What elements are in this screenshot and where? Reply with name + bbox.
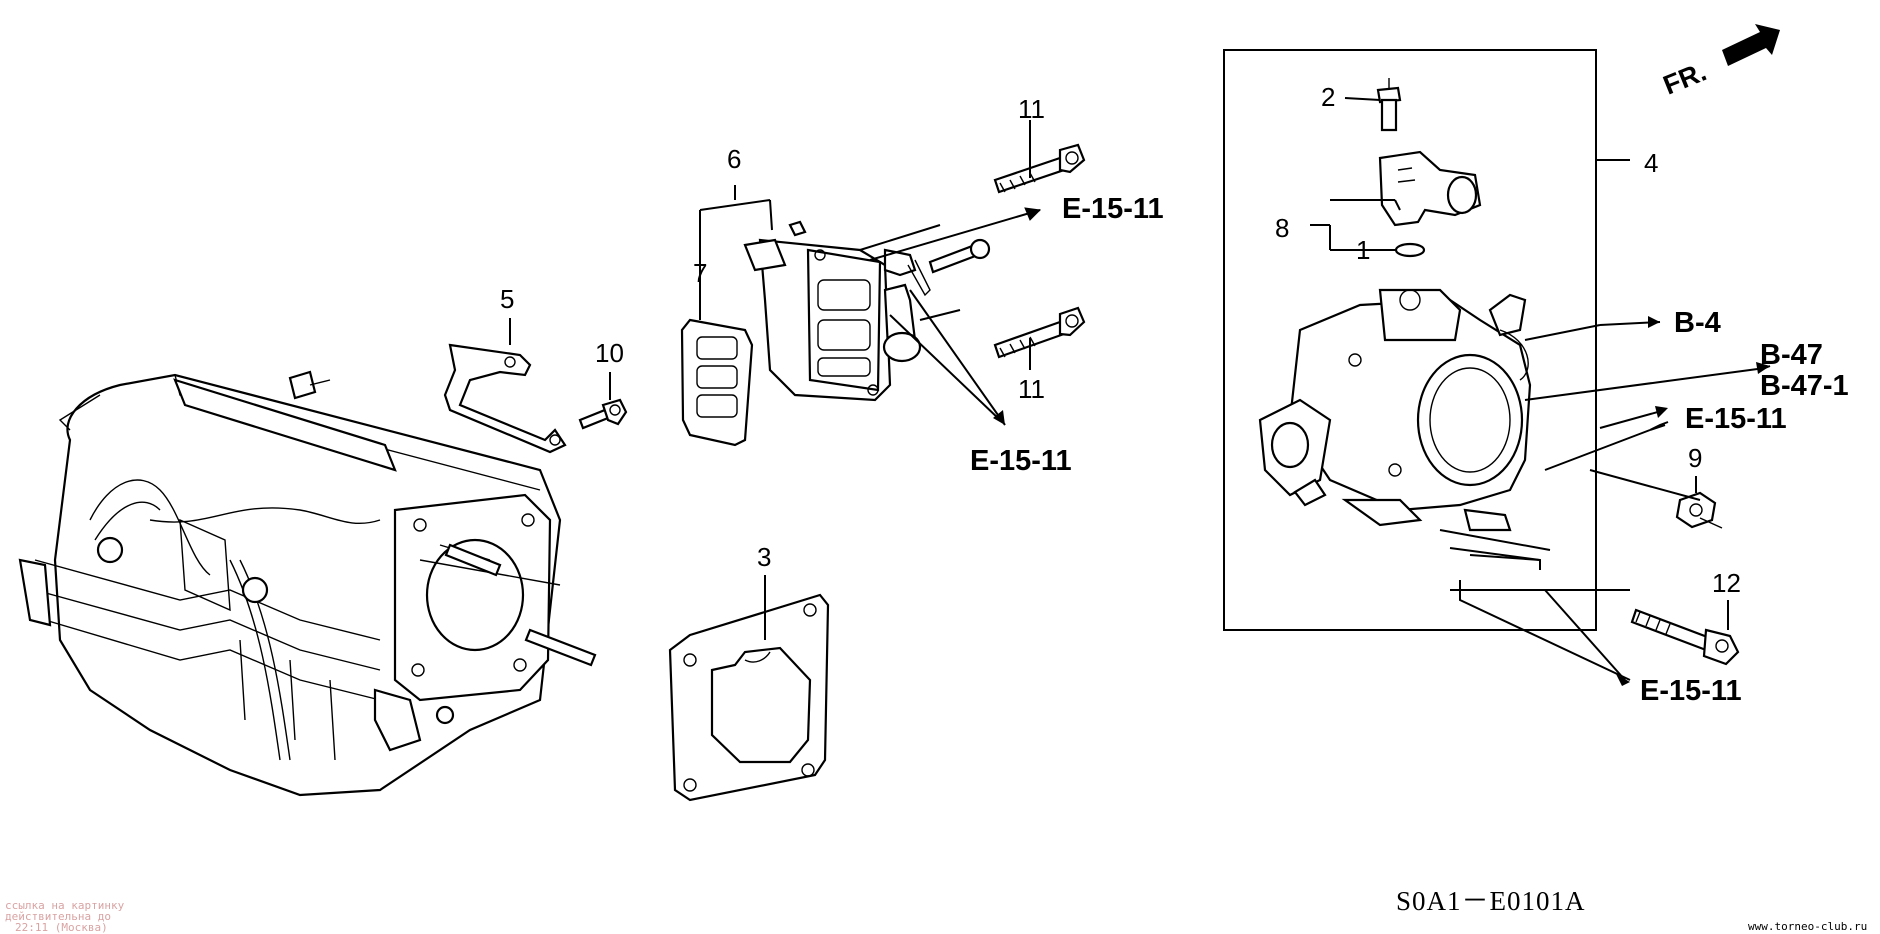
ref-e-15-11-mid: E-15-11 <box>970 445 1072 477</box>
intake-manifold <box>18 370 597 797</box>
tp-sensor <box>1378 150 1482 227</box>
watermark-line-2: действительна до <box>5 910 111 923</box>
ref-e-15-11-right: E-15-11 <box>1685 403 1787 435</box>
throttle-body <box>1258 288 1532 532</box>
callout-1: 1 <box>1356 235 1370 265</box>
callout-4: 4 <box>1644 148 1658 178</box>
callout-11-lower: 11 <box>1018 374 1045 404</box>
nut-9 <box>1675 491 1723 529</box>
callout-5: 5 <box>500 284 514 314</box>
bracket <box>443 343 567 454</box>
watermark-line-3: 22:11 (Москва) <box>15 921 108 934</box>
diagram-code: S0A1－E0101A <box>1396 886 1586 916</box>
ref-e-15-11-top: E-15-11 <box>1062 193 1164 225</box>
bolt-iac-screw <box>928 238 991 274</box>
ref-b-4: B-4 <box>1674 307 1721 339</box>
callout-11-upper: 11 <box>1018 94 1045 124</box>
front-indicator: FR. <box>1659 56 1711 100</box>
callout-8: 8 <box>1275 213 1289 243</box>
callout-6: 6 <box>727 144 741 174</box>
ref-b-47: B-47 <box>1760 339 1823 371</box>
bolt-12 <box>1630 608 1740 666</box>
ref-e-15-11-bottom: E-15-11 <box>1640 675 1742 707</box>
front-arrow: FR. <box>1659 24 1780 101</box>
bolt-10 <box>578 398 628 430</box>
reference-arrows <box>869 207 1771 686</box>
site-url: www.torneo-club.ru <box>1748 920 1867 933</box>
iac-valve <box>743 220 931 402</box>
callout-2: 2 <box>1321 82 1335 112</box>
callout-7: 7 <box>693 258 707 288</box>
bolt-11-lower <box>993 306 1086 359</box>
screw-2 <box>1376 78 1402 132</box>
leader-lines <box>509 97 1766 640</box>
o-ring <box>1394 242 1426 258</box>
throttle-body-frame <box>1223 49 1630 631</box>
gasket-7 <box>680 318 754 447</box>
gasket-3 <box>668 593 830 802</box>
ref-b-47-1: B-47-1 <box>1760 370 1849 402</box>
callout-9: 9 <box>1688 443 1702 473</box>
callout-3: 3 <box>757 542 771 572</box>
callout-10: 10 <box>595 338 624 368</box>
callout-12: 12 <box>1712 568 1741 598</box>
bolt-11-upper <box>993 143 1086 194</box>
watermark-line-1: ссылка на картинку <box>5 899 125 912</box>
